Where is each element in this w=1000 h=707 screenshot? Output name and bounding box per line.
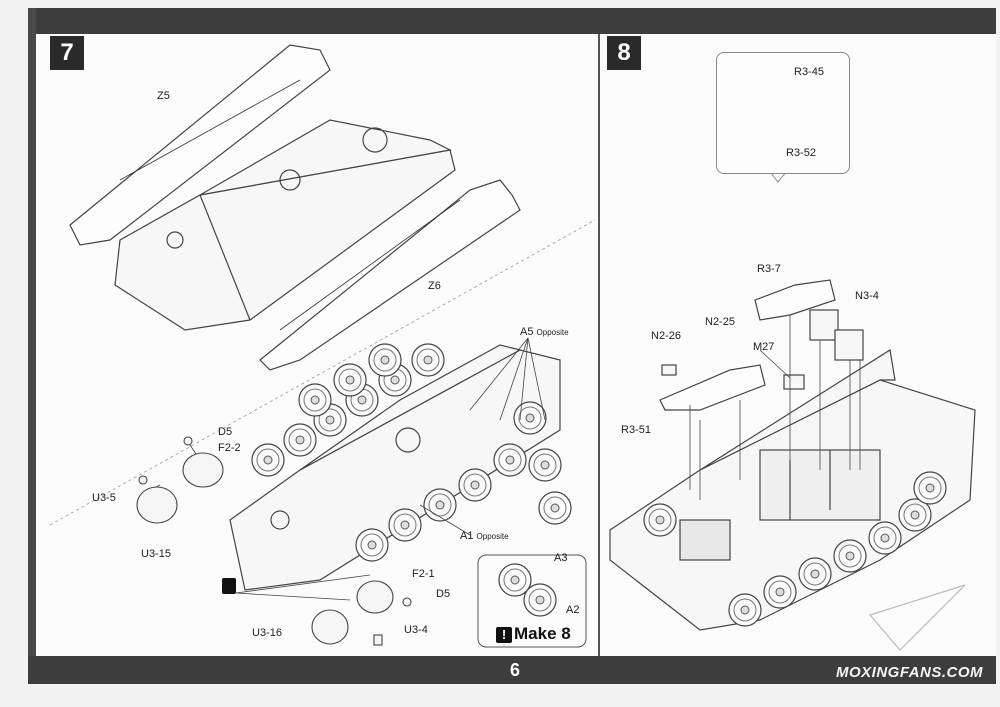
glue-icon — [222, 578, 236, 594]
label-r3-45: R3-45 — [794, 66, 824, 78]
step-divider — [598, 34, 600, 656]
callout-box — [716, 52, 850, 174]
step-8-number: 8 — [607, 36, 641, 70]
label-r3-51: R3-51 — [621, 424, 651, 436]
left-edge-band — [28, 8, 36, 684]
label-f2-1: F2-1 — [412, 568, 435, 580]
exclamation-icon: ! — [496, 627, 512, 643]
label-a2: A2 — [566, 604, 580, 616]
label-u3-5: U3-5 — [92, 492, 116, 504]
watermark-plane-icon — [868, 584, 966, 651]
bottom-band — [28, 656, 996, 684]
hull-lower-drawing — [229, 344, 561, 591]
label-u3-15: U3-15 — [141, 548, 171, 560]
label-a3: A3 — [554, 552, 568, 564]
leader-lines-step7 — [149, 337, 546, 601]
label-d5-top: D5 — [218, 426, 233, 438]
label-a1: A1 Opposite — [460, 530, 509, 542]
step-7-number: 7 — [50, 36, 84, 70]
label-n2-25: N2-25 — [705, 316, 735, 328]
page-number: 6 — [509, 660, 520, 680]
label-m27: M27 — [753, 341, 775, 353]
leader-lines-step8 — [689, 315, 861, 500]
label-n2-26: N2-26 — [651, 330, 681, 342]
step-separator-line — [49, 219, 596, 526]
hull-upper-drawing — [69, 44, 521, 371]
make-8-note: !Make 8 — [496, 624, 571, 644]
label-n3-4: N3-4 — [855, 290, 879, 302]
label-a5: A5 Opposite — [520, 326, 569, 338]
label-d5-bottom: D5 — [436, 588, 451, 600]
watermark-text: MOXINGFANS.COM — [836, 664, 984, 681]
label-r3-7: R3-7 — [757, 263, 781, 275]
label-r3-52: R3-52 — [786, 147, 816, 159]
top-band — [28, 8, 996, 34]
label-u3-16: U3-16 — [252, 627, 282, 639]
label-z5: Z5 — [157, 90, 170, 102]
label-u3-4: U3-4 — [404, 624, 428, 636]
label-f2-2: F2-2 — [218, 442, 241, 454]
label-z6: Z6 — [428, 280, 441, 292]
sprocket-parts — [136, 436, 412, 646]
